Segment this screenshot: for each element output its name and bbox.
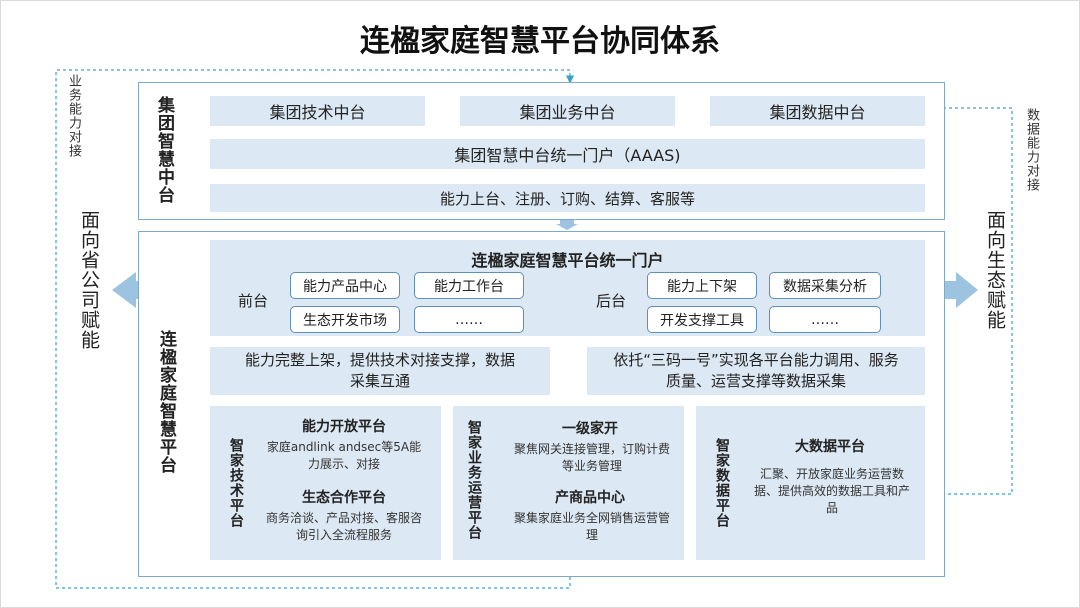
home-platform-label: 连楹家庭智慧平台 (156, 330, 176, 474)
group-portal-box: 集团智慧中台统一门户（AAAS) (210, 139, 925, 169)
data-platform-box (696, 406, 925, 560)
province-empower-label: 面向省公司赋能 (78, 210, 100, 350)
level-one-home-dev-desc: 聚焦网关连接管理，订购计费等业务管理 (513, 442, 670, 473)
back-item-data-analysis: 数据采集分析 (769, 272, 881, 299)
ecosystem-empower-label: 面向生态赋能 (984, 210, 1006, 330)
eco-coop-platform-title: 生态合作平台 (302, 490, 386, 506)
front-item-more: …… (414, 306, 524, 333)
open-platform-title: 能力开放平台 (302, 419, 386, 435)
group-tech-box: 集团技术中台 (210, 96, 425, 126)
product-center-desc: 聚集家庭业务全网销售运营管理 (513, 511, 670, 542)
group-business-box: 集团业务中台 (460, 96, 675, 126)
data-docking-label: 数据能力对接 (1024, 108, 1039, 192)
product-center-title: 产商品中心 (555, 490, 625, 506)
front-label: 前台 (238, 292, 269, 310)
right-description-box: 依托“三码一号”实现各平台能力调用、服务质量、运营支撑等数据采集 (587, 347, 925, 395)
back-item-dev-tools: 开发支撑工具 (647, 306, 757, 333)
eco-coop-platform-desc: 商务洽谈、产品对接、客服咨询引入全流程服务 (265, 511, 422, 542)
data-platform-label: 智家数据平台 (714, 438, 730, 528)
back-item-more: …… (769, 306, 881, 333)
front-item-eco-market: 生态开发市场 (290, 306, 400, 333)
tech-platform-label: 智家技术平台 (228, 438, 244, 528)
home-portal-title: 连楹家庭智慧平台统一门户 (471, 251, 664, 270)
business-ops-platform-label: 智家业务运营平台 (466, 420, 482, 540)
left-description-box: 能力完整上架，提供技术对接支撑，数据采集互通 (210, 347, 550, 395)
group-data-box: 集团数据中台 (710, 96, 925, 126)
front-item-workbench: 能力工作台 (414, 272, 524, 299)
big-data-platform-title: 大数据平台 (795, 439, 865, 455)
level-one-home-dev-title: 一级家开 (562, 421, 618, 437)
business-docking-label: 业务能力对接 (66, 74, 81, 158)
business-ops-platform-box (453, 406, 684, 560)
back-item-shelf: 能力上下架 (647, 272, 757, 299)
business-connector-line (55, 69, 575, 589)
back-label: 后台 (596, 292, 627, 310)
group-platform-label: 集团智慧中台 (154, 96, 174, 204)
group-services-box: 能力上台、注册、订购、结算、客服等 (210, 184, 925, 212)
big-data-platform-desc: 汇聚、开放家庭业务运营数据、提供高效的数据工具和产品 (753, 467, 910, 515)
front-item-capability-center: 能力产品中心 (290, 272, 400, 299)
diagram-title: 连楹家庭智慧平台协同体系 (360, 24, 720, 59)
tech-platform-box (210, 406, 441, 560)
open-platform-desc: 家庭andlink andsec等5A能力展示、对接 (266, 440, 422, 471)
